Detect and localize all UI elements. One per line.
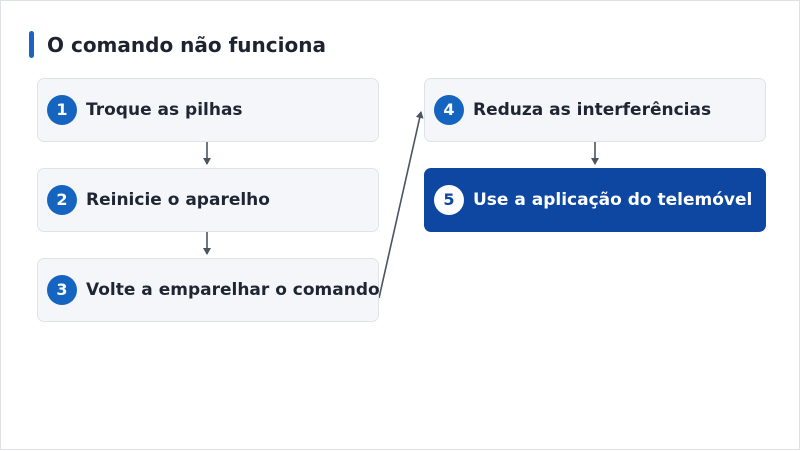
step-2-label: Reinicie o aparelho <box>86 190 270 210</box>
title-accent-bar <box>29 31 34 58</box>
step-5: 5 Use a aplicação do telemóvel <box>424 168 766 232</box>
step-5-label: Use a aplicação do telemóvel <box>473 190 753 210</box>
step-1-label: Troque as pilhas <box>86 100 243 120</box>
step-3: 3 Volte a emparelhar o comando <box>37 258 380 322</box>
step-4-label: Reduza as interferências <box>473 100 712 120</box>
step-3-number-badge: 3 <box>47 275 77 305</box>
step-1-number-badge: 1 <box>47 95 77 125</box>
step-2: 2 Reinicie o aparelho <box>37 168 379 232</box>
step-4: 4 Reduza as interferências <box>424 78 766 142</box>
step-4-number-badge: 4 <box>434 95 464 125</box>
connector-3-4 <box>378 111 424 299</box>
step-5-number-badge: 5 <box>434 185 464 215</box>
diagram-title: O comando não funciona <box>47 33 326 57</box>
step-2-number-badge: 2 <box>47 185 77 215</box>
step-1: 1 Troque as pilhas <box>37 78 379 142</box>
step-3-label: Volte a emparelhar o comando <box>86 280 380 300</box>
